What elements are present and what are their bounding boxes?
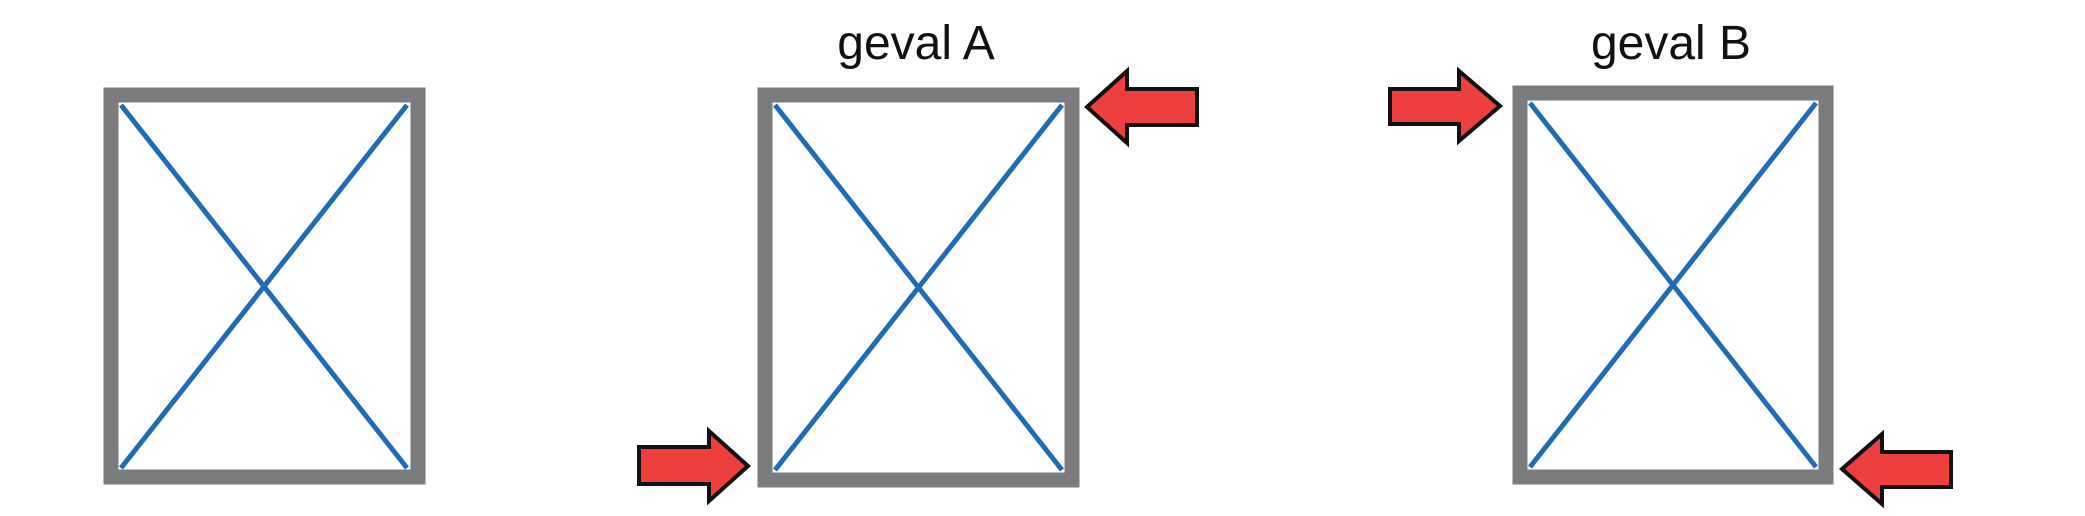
load-arrow-top-left-right (1388, 66, 1504, 146)
diagonal-brace-2 (1528, 101, 1818, 469)
frame-outline (1512, 85, 1834, 485)
case-b-label: geval B (1591, 17, 1751, 70)
frame-case-a: geval A (637, 17, 1199, 506)
frame-case-b: geval B (1388, 17, 1953, 509)
frame-outline (757, 87, 1080, 488)
frame-outline (103, 87, 426, 485)
case-a-label: geval A (837, 17, 994, 70)
load-arrow-top-right-left (1084, 66, 1199, 148)
load-arrow-bottom-left-right (637, 426, 751, 506)
frame-reference (103, 87, 426, 485)
load-arrow-bottom-right-left (1838, 429, 1953, 509)
diagonal-brace-2 (119, 103, 409, 470)
diagonal-brace-2 (773, 103, 1064, 472)
